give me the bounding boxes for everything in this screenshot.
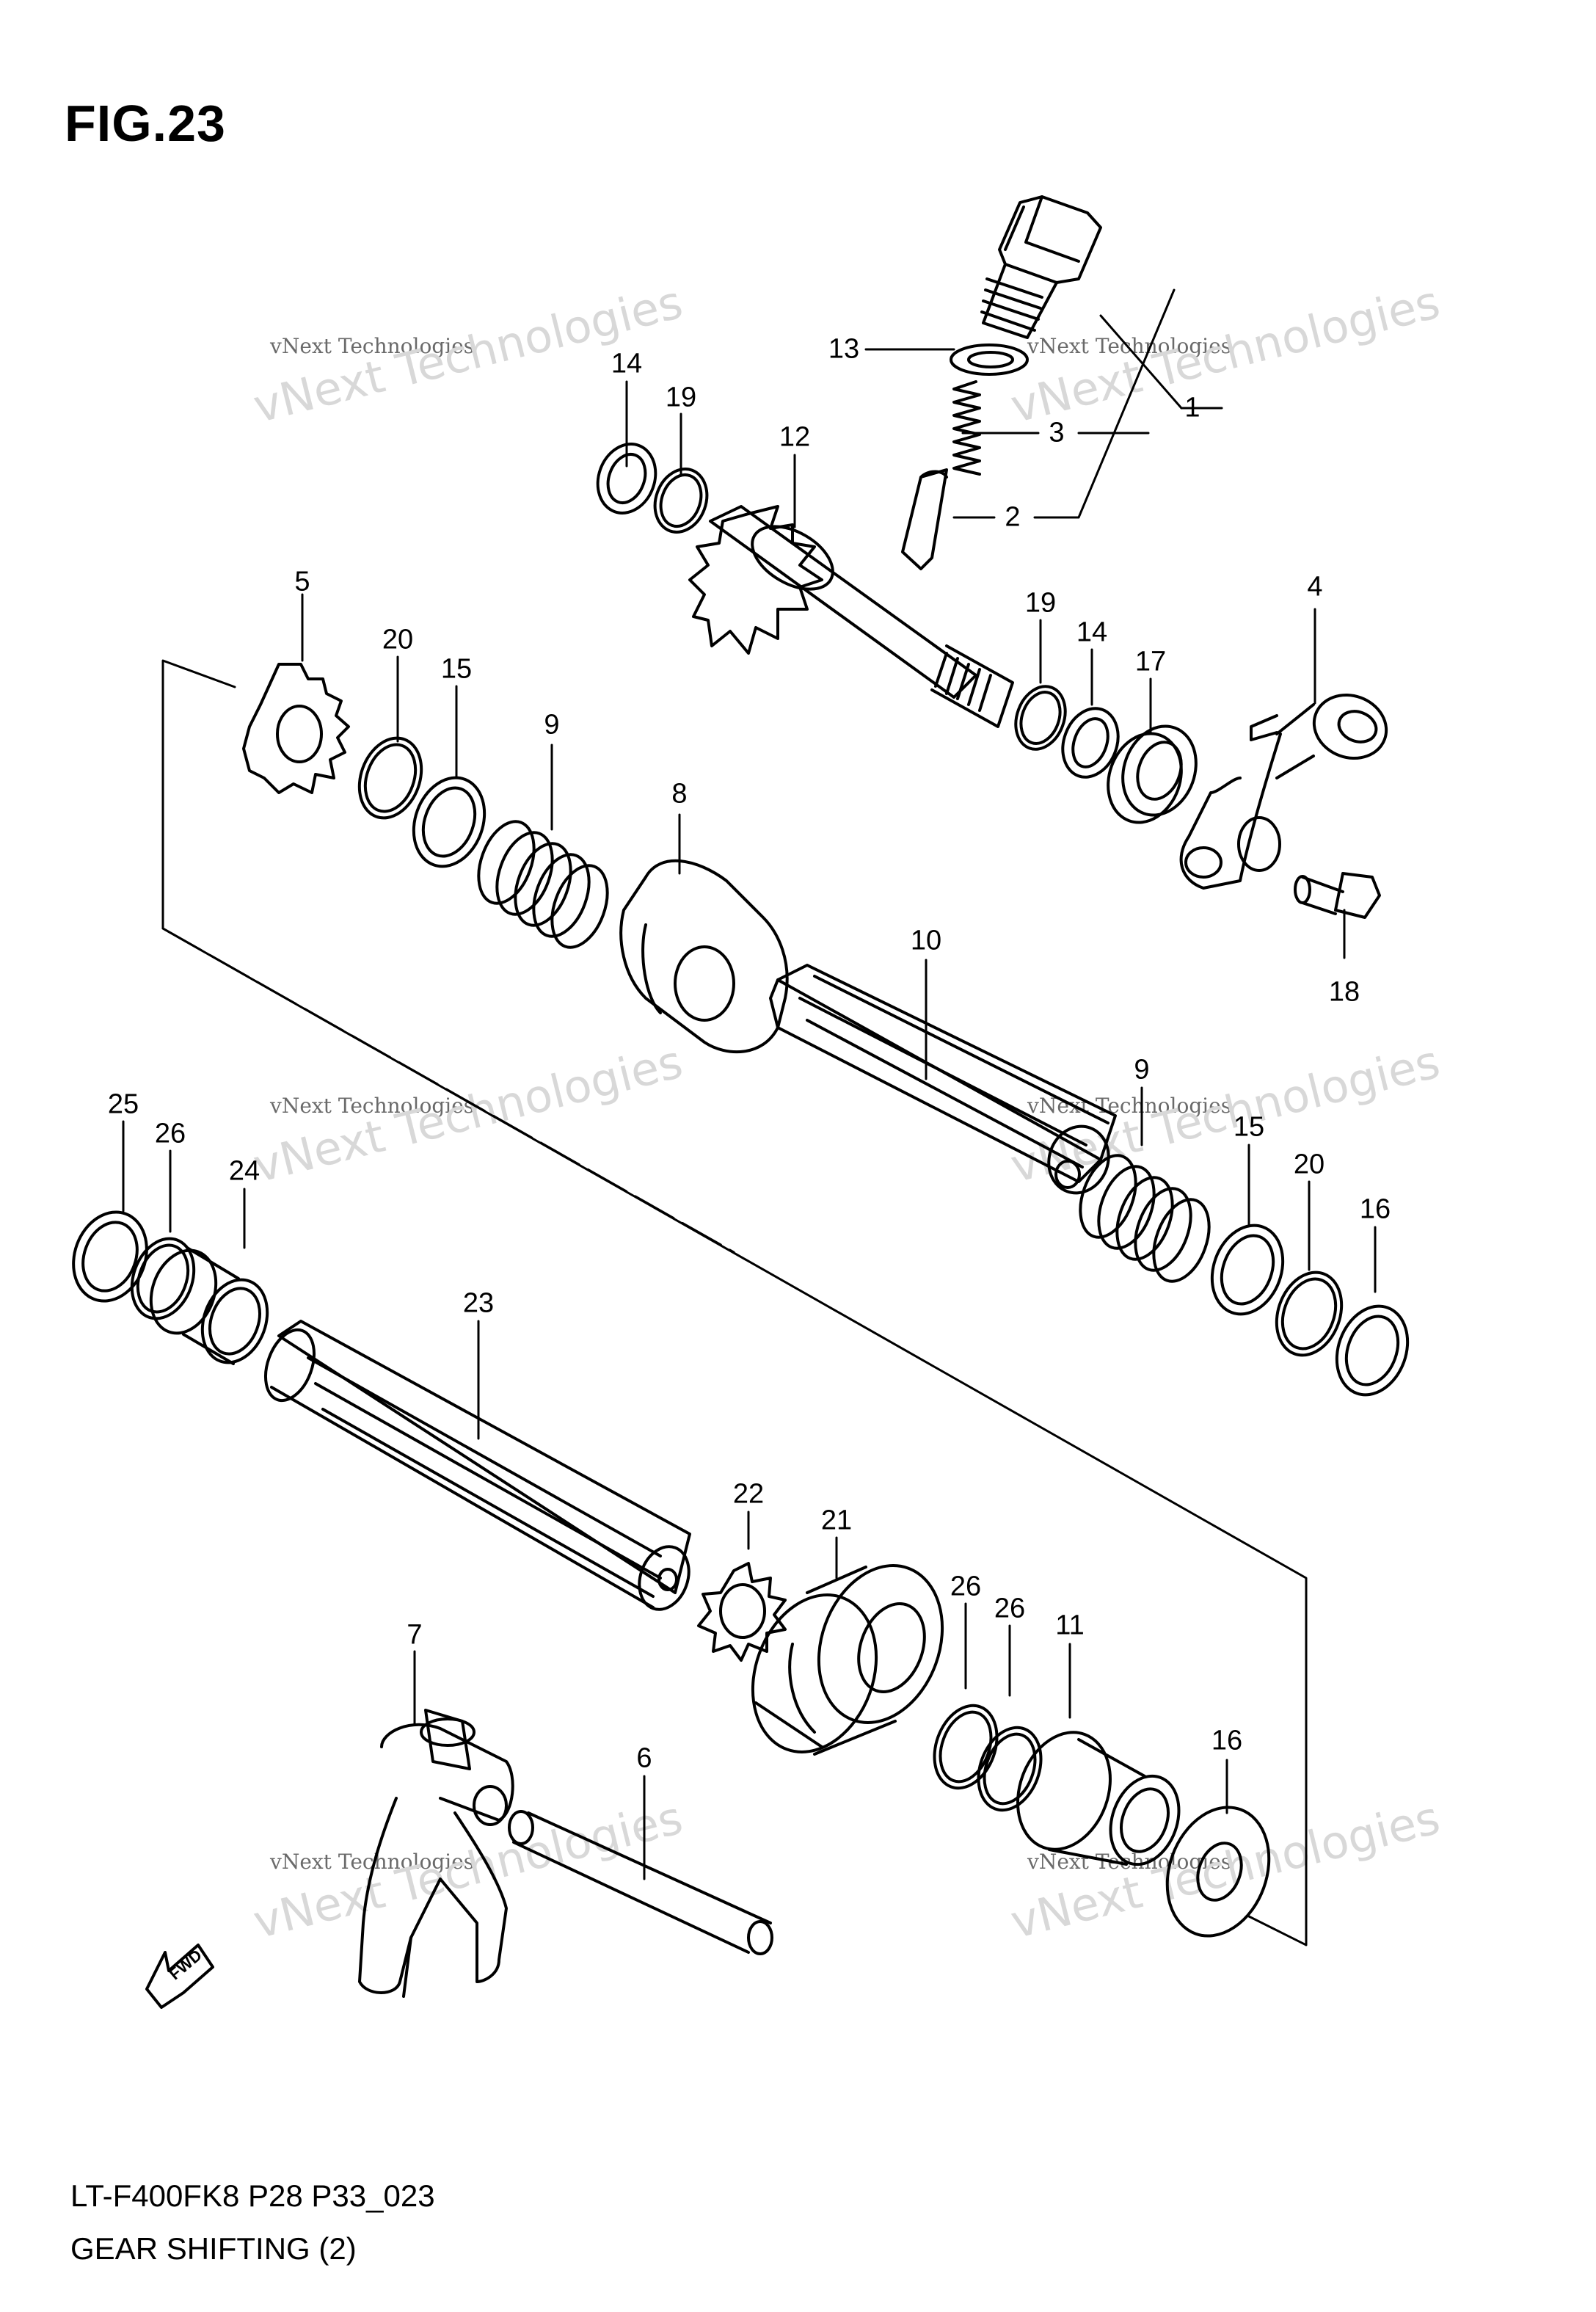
washer-14 xyxy=(596,443,657,515)
callout-20b: 20 xyxy=(1293,1149,1325,1180)
spring-3 xyxy=(952,380,981,476)
star-washer-22-hole xyxy=(719,1583,766,1639)
callout-16b: 16 xyxy=(1211,1725,1243,1756)
callout-12: 12 xyxy=(779,421,811,453)
bolt-part-1 xyxy=(980,195,1102,339)
callout-17: 17 xyxy=(1134,646,1167,677)
callout-24: 24 xyxy=(228,1155,260,1187)
callout-10: 10 xyxy=(910,925,942,956)
circlip-26 xyxy=(933,1704,999,1790)
bushing-24 xyxy=(149,1246,269,1365)
callout-7: 7 xyxy=(407,1619,423,1651)
splined-shaft-23 xyxy=(264,1320,691,1611)
callout-26c: 26 xyxy=(994,1593,1026,1624)
washer-16 xyxy=(1335,1304,1410,1397)
callout-26: 26 xyxy=(154,1118,186,1149)
assembly-frame xyxy=(161,659,1308,1946)
callout-18: 18 xyxy=(1328,976,1360,1008)
washer-14 xyxy=(1061,707,1120,779)
splined-shaft-10 xyxy=(769,964,1117,1195)
washer-16 xyxy=(1165,1806,1271,1938)
circlip-26 xyxy=(977,1726,1043,1812)
shift-arm-4 xyxy=(1179,693,1388,890)
callout-4: 4 xyxy=(1307,571,1323,603)
callout-19b: 19 xyxy=(1024,587,1057,619)
spring-9 xyxy=(1079,1154,1211,1283)
callout-26b: 26 xyxy=(950,1571,982,1602)
circlip-26 xyxy=(130,1237,196,1320)
callout-13: 13 xyxy=(828,333,860,365)
callout-20: 20 xyxy=(382,624,414,655)
washer-25 xyxy=(72,1210,148,1303)
star-washer-22 xyxy=(697,1562,787,1662)
callout-8: 8 xyxy=(671,778,688,810)
model-code: LT-F400FK8 P28 P33_023 xyxy=(70,2178,435,2213)
circlip-19 xyxy=(1014,685,1067,751)
callout-11: 11 xyxy=(1055,1610,1085,1641)
forward-arrow-icon xyxy=(145,1944,214,2009)
callout-15: 15 xyxy=(440,653,473,685)
callout-21: 21 xyxy=(820,1505,853,1536)
bushing-11 xyxy=(1016,1731,1181,1866)
callout-2: 2 xyxy=(1005,501,1021,533)
callout-14: 14 xyxy=(611,348,643,379)
washer-13-hole xyxy=(967,351,1014,368)
diagram-title: GEAR SHIFTING (2) xyxy=(70,2231,357,2266)
shift-drum-21 xyxy=(751,1564,944,1756)
callout-5: 5 xyxy=(294,566,310,597)
callout-16: 16 xyxy=(1359,1193,1391,1225)
gear-segment-5 xyxy=(242,663,350,794)
figure-title: FIG.23 xyxy=(65,95,226,152)
circlip-20 xyxy=(1275,1270,1344,1357)
shift-fork-shaft-6 xyxy=(508,1810,773,1955)
shift-shaft-12 xyxy=(688,505,1014,728)
callout-25: 25 xyxy=(107,1088,139,1120)
pin-2 xyxy=(901,468,948,570)
washer-13 xyxy=(950,343,1029,376)
spring-9 xyxy=(477,820,609,949)
washer-15 xyxy=(412,776,487,868)
shift-fork-7 xyxy=(358,1709,514,1998)
callout-3: 3 xyxy=(1049,417,1065,448)
bearing-17 xyxy=(1107,724,1198,824)
washer-15 xyxy=(1210,1224,1285,1316)
shift-cam-8 xyxy=(619,859,789,1054)
bolt-18 xyxy=(1294,872,1381,919)
circlip-19 xyxy=(653,468,709,534)
callout-9b: 9 xyxy=(1134,1054,1150,1086)
callout-6: 6 xyxy=(636,1742,652,1774)
callout-23: 23 xyxy=(462,1287,495,1319)
callout-15b: 15 xyxy=(1233,1111,1265,1143)
leader-lines xyxy=(122,288,1377,1880)
callout-14b: 14 xyxy=(1076,617,1108,648)
callout-19: 19 xyxy=(665,382,697,413)
callout-22: 22 xyxy=(732,1478,765,1510)
callout-1: 1 xyxy=(1184,392,1200,423)
circlip-20 xyxy=(357,736,423,820)
callout-9: 9 xyxy=(544,709,560,741)
